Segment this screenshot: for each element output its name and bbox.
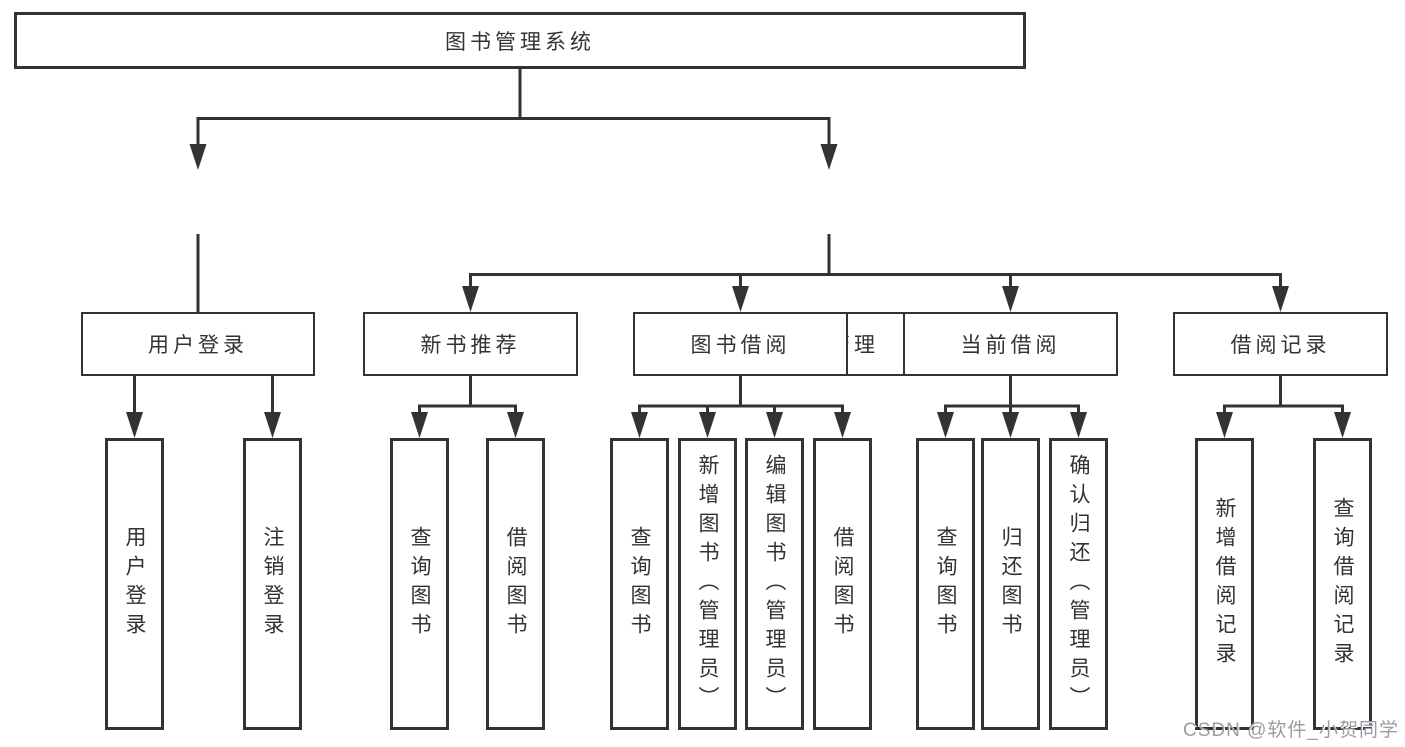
leaf-borrow-edit-books: 编辑图书（管理员） [745, 438, 804, 730]
leaf-logout-label: 注销登录 [261, 526, 284, 642]
leaf-records-query-record-label: 查询借阅记录 [1331, 497, 1354, 671]
leaf-current-confirm-return: 确认归还（管理员） [1049, 438, 1108, 730]
arrowheads [126, 144, 1351, 438]
leaf-recommend-borrow-books-label: 借阅图书 [504, 526, 527, 642]
csdn-watermark: CSDN @软件_小贺同学 [1183, 720, 1399, 741]
leaf-current-confirm-return-label: 确认归还（管理员） [1067, 453, 1090, 715]
leaf-borrow-borrow-books: 借阅图书 [813, 438, 872, 730]
leaf-current-return-books-label: 归还图书 [999, 526, 1022, 642]
leaf-user-login: 用户登录 [105, 438, 164, 730]
leaf-borrow-query-books-label: 查询图书 [628, 526, 651, 642]
leaf-records-query-record: 查询借阅记录 [1313, 438, 1372, 730]
leaf-borrow-add-books-label: 新增图书（管理员） [696, 453, 719, 715]
leaf-borrow-add-books: 新增图书（管理员） [678, 438, 737, 730]
leaf-recommend-query-books-label: 查询图书 [408, 526, 431, 642]
leaf-borrow-query-books: 查询图书 [610, 438, 669, 730]
node-library-management-system: 图书管理系统 [14, 12, 1026, 69]
node-user-login: 用户登录 [81, 312, 315, 376]
leaf-recommend-query-books: 查询图书 [390, 438, 449, 730]
leaf-records-add-record-label: 新增借阅记录 [1213, 497, 1236, 671]
leaf-current-query-books: 查询图书 [916, 438, 975, 730]
node-book-borrowing: 图书借阅 [633, 312, 848, 376]
node-borrowing-records: 借阅记录 [1173, 312, 1388, 376]
leaf-borrow-edit-books-label: 编辑图书（管理员） [763, 453, 786, 715]
leaf-current-query-books-label: 查询图书 [934, 526, 957, 642]
leaf-user-login-label: 用户登录 [123, 526, 146, 642]
leaf-logout: 注销登录 [243, 438, 302, 730]
node-current-borrowing: 当前借阅 [903, 312, 1118, 376]
leaf-recommend-borrow-books: 借阅图书 [486, 438, 545, 730]
leaf-borrow-borrow-books-label: 借阅图书 [831, 526, 854, 642]
node-new-book-recommendation: 新书推荐 [363, 312, 578, 376]
leaf-records-add-record: 新增借阅记录 [1195, 438, 1254, 730]
leaf-current-return-books: 归还图书 [981, 438, 1040, 730]
